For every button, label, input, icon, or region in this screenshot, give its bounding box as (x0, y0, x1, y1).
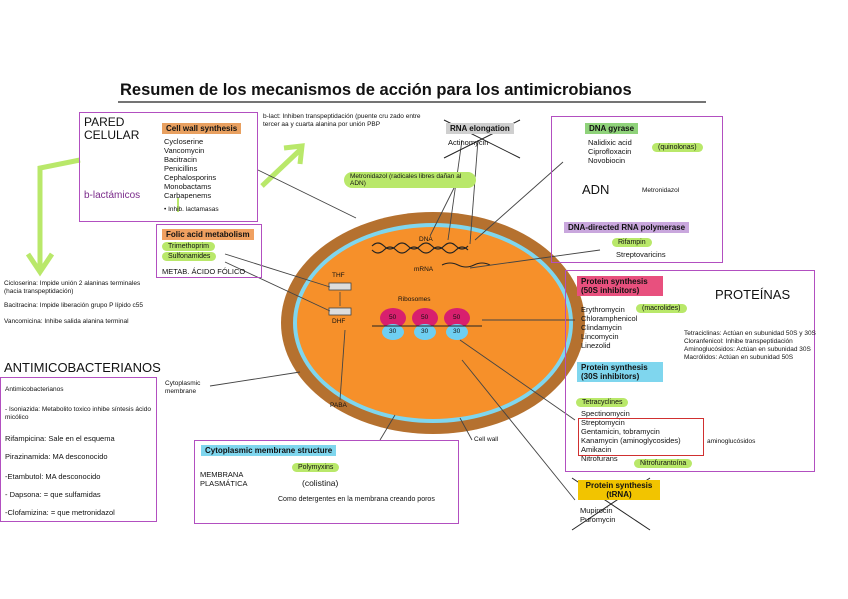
connector-lines (209, 139, 601, 501)
quinolones-pill: (quinolonas) (652, 143, 703, 152)
ribosome-30s-3 (446, 324, 468, 340)
paba-label: PABA (330, 402, 347, 409)
ribosomes-label: Ribosomes (398, 296, 431, 303)
green-arrow-up-icon (260, 148, 302, 188)
proteins-frame (565, 270, 815, 472)
b-lactam-note: b-lact: Inhiben transpeptidación (puente… (263, 113, 421, 128)
protein-trna-drug-list: Mupirocin Puromycin (580, 506, 616, 524)
antimycobacterial-title: ANTIMICOBACTERIANOS (4, 360, 161, 375)
ethambutol-note: -Etambutol: MA desconocido (5, 472, 101, 481)
ribosome-50-label: 50 (453, 314, 461, 321)
folic-acid-header: Folic acid metabolism (162, 229, 254, 240)
protein-50s-header: Protein synthesis (50S inhibitors) (577, 276, 663, 296)
cell-wall-drug-list: Cycloserine Vancomycin Bacitracin Penici… (164, 137, 217, 200)
dhf-block (328, 307, 352, 316)
dhf-label: DHF (332, 318, 346, 325)
b-lactam-label: b-lactámicos (84, 190, 141, 201)
ribosome-30-label: 30 (389, 328, 397, 335)
aminoglycosides-highlight-frame (578, 418, 704, 456)
ribosome-50s-1 (380, 308, 406, 328)
ribosome-30-label: 30 (453, 328, 461, 335)
dna-gyrase-header: DNA gyrase (585, 123, 639, 134)
folic-section-label: METAB. ÁCIDO FÓLICO (162, 267, 246, 276)
rifampicin-note: Rifampicina: Sale en el esquema (5, 434, 115, 443)
dna-strand-2 (371, 246, 469, 254)
metronidazole-pill: Metronidazol (radicales libres dañan al … (344, 172, 476, 188)
green-arrowhead-up-icon (283, 143, 305, 165)
dna-section-label: ADN (582, 182, 610, 197)
thf-label: THF (332, 272, 345, 279)
cell-wall-section-label: PARED CELULAR (84, 115, 140, 142)
cell-wall-footnote: • Inhib. lactamasas (164, 206, 219, 213)
membrane-note: Como detergentes en la membrana creando … (278, 496, 435, 503)
protein-mechanism-notes: Tetraciclinas: Actúan en subunidad 50S y… (684, 330, 816, 361)
metronidazole-side-note: Metronidazol (642, 187, 680, 194)
rna-polymerase-header: DNA-directed RNA polymerase (564, 222, 690, 233)
green-arrowhead-down-icon (25, 252, 55, 277)
membrane-section-label: MEMBRANA PLASMÁTICA (200, 470, 248, 488)
cell-wall-header: Cell wall synthesis (162, 123, 242, 134)
colistin-label: (colistina) (302, 478, 339, 488)
page-title: Resumen de los mecanismos de acción para… (120, 81, 632, 99)
ribosome-50s-3 (444, 308, 470, 328)
mrna-strand (441, 262, 491, 268)
protein-30s-header: Protein synthesis (30S inhibitors) (577, 362, 663, 382)
ribosome-50s-2 (412, 308, 438, 328)
ribosome-30s-2 (414, 324, 436, 340)
membrane-frame (194, 440, 459, 524)
folic-acid-frame (156, 224, 262, 278)
ribosome-50-label: 50 (389, 314, 397, 321)
thf-block (328, 282, 352, 291)
ribosome-30s-1 (382, 324, 404, 340)
rna-elongation-header: RNA elongation (446, 123, 514, 134)
bacitracin-note: Bacitracina: Impide liberación grupo P l… (4, 302, 143, 309)
nitrofurantoin-pill: Nitrofurantoína (634, 459, 693, 468)
sulfonamides-pill: Sulfonamides (162, 252, 217, 261)
dna-frame (551, 116, 723, 263)
rifampin-pill: Rifampin (612, 238, 652, 247)
proteins-section-label: PROTEÍNAS (715, 287, 791, 302)
cell-wall-label: Cell wall (474, 436, 499, 443)
mrna-label: mRNA (414, 266, 434, 273)
protein-30s-drug-list: Spectinomycin Streptomycin Gentamicin, t… (581, 409, 681, 463)
trimethoprim-pill: Trimethoprim (162, 242, 215, 251)
streptovaricins-label: Streptovaricins (616, 250, 666, 259)
dapsone-note: - Dapsona: = que sulfamidas (5, 490, 101, 499)
polymyxins-pill: Polymyxins (292, 463, 340, 472)
cycloserine-note: Cicloserina: Impide unión 2 alaninas ter… (4, 280, 141, 295)
ribosome-30-label: 30 (421, 328, 429, 335)
dna-strand (371, 242, 469, 250)
isoniazid-note: - Isoniazida: Metabolito toxico inhibe s… (5, 406, 151, 421)
antimycobacterial-heading: Antimicobacterianos (5, 386, 64, 393)
cytoplasmic-membrane-label: Cytoplasmic membrane (165, 380, 201, 395)
ribosome-50-label: 50 (421, 314, 429, 321)
pyrazinamide-note: Pirazinamida: MA desconocido (5, 452, 108, 461)
green-arrow-down-icon (37, 157, 81, 268)
aminoglycosides-label: aminoglucósidos (707, 438, 756, 445)
actinomycin-label: Actinomycin (448, 138, 489, 147)
protein-50s-drug-list: Erythromycin Chloramphenicol Clindamycin… (581, 305, 638, 350)
dna-gyrase-drug-list: Nalidixic acid Ciprofloxacin Novobiocin (588, 138, 632, 165)
dna-label: DNA (419, 236, 433, 243)
antimycobacterial-frame (0, 377, 157, 522)
membrane-header: Cytoplasmic membrane structure (201, 445, 337, 456)
protein-trna-header: Protein synthesis (tRNA) (578, 480, 660, 500)
clofazimine-note: -Clofamizina: = que metronidazol (5, 508, 115, 517)
tetracyclines-pill: Tetracyclines (576, 398, 629, 407)
vancomycin-note: Vancomicina: Inhibe salida alanina termi… (4, 318, 129, 325)
cell-wall-frame (79, 112, 258, 222)
macrolides-pill: (macrolides) (636, 304, 687, 313)
